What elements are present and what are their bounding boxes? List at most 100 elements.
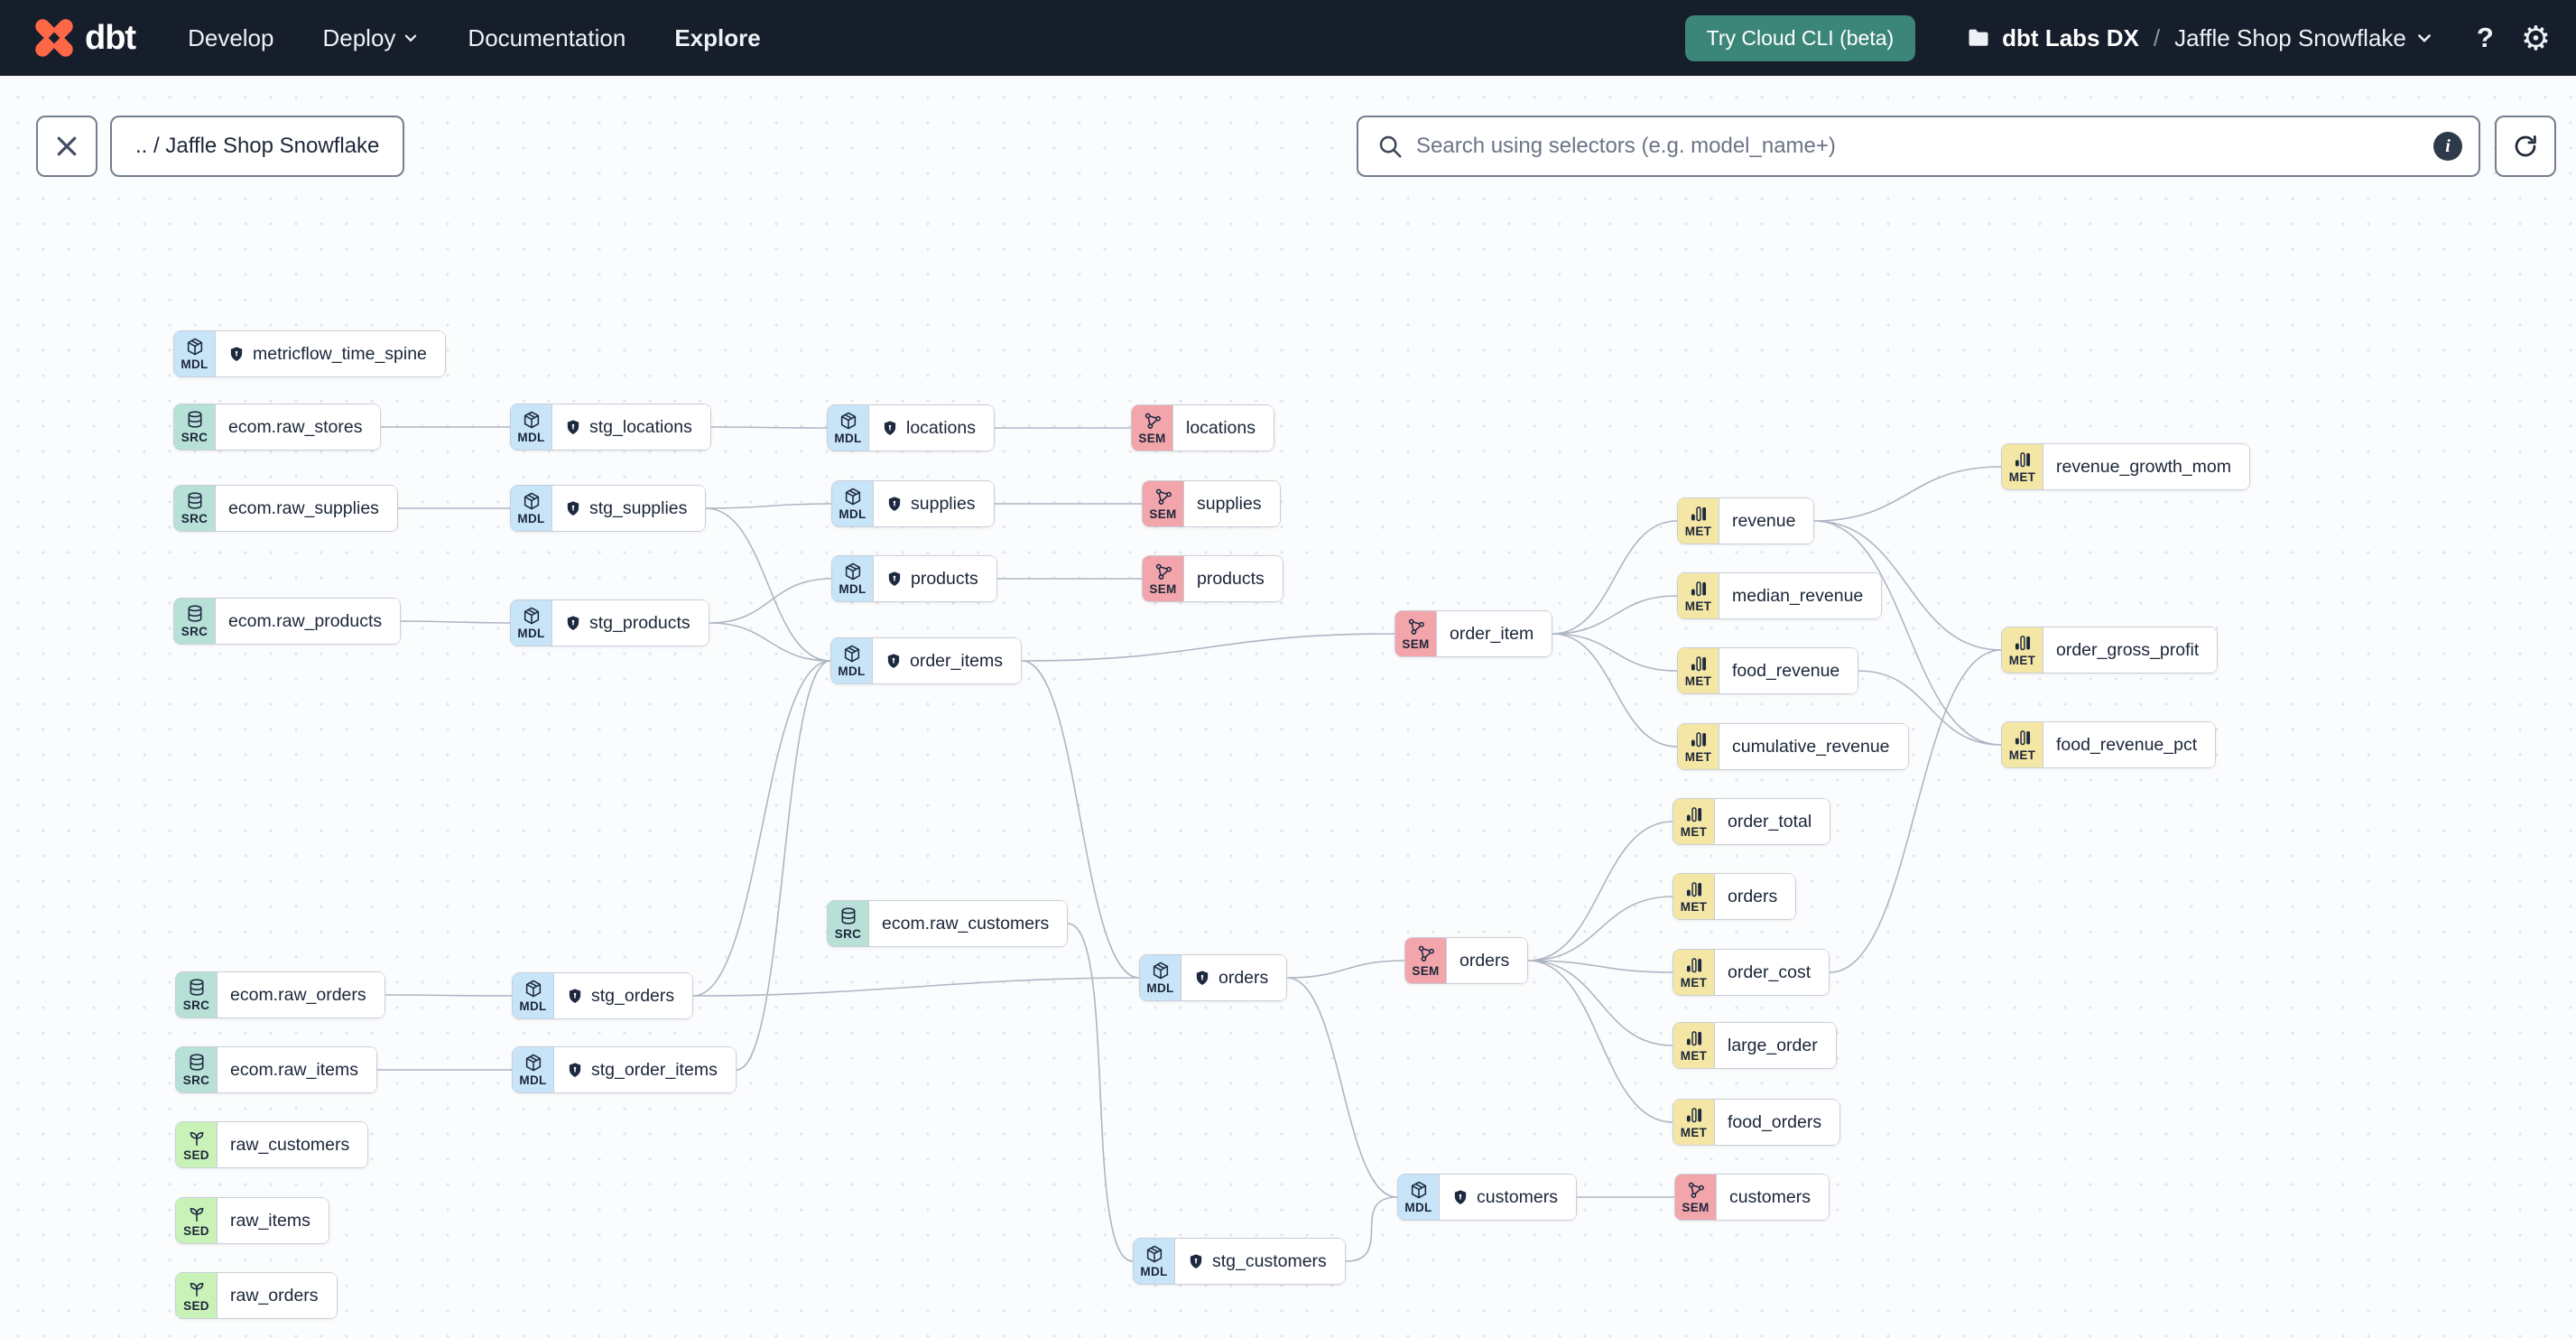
node-body: ecom.raw_stores (216, 404, 381, 450)
node-label: supplies (1197, 493, 1262, 514)
node-label: stg_orders (591, 985, 675, 1006)
node-type-badge: MDL (832, 556, 874, 601)
node-label: products (1197, 568, 1265, 589)
metric-bars-icon (1684, 1105, 1704, 1125)
node-body: order_total (1715, 799, 1830, 844)
refresh-button[interactable] (2495, 116, 2556, 177)
nav-item-develop[interactable]: Develop (188, 23, 274, 51)
node-body: stg_supplies (552, 486, 706, 531)
search-icon (1376, 133, 1404, 160)
node-type-label: SRC (182, 1073, 210, 1087)
node-body: raw_items (218, 1198, 329, 1243)
node-type-label: MET (2008, 654, 2036, 667)
nav-item-explore[interactable]: Explore (674, 23, 761, 51)
node-body: order_items (873, 638, 1021, 683)
shield-icon (565, 500, 581, 516)
brand[interactable]: dbt (32, 16, 136, 60)
node-body: orders (1181, 955, 1287, 1000)
node-type-badge: SRC (176, 1047, 218, 1092)
nav-item-deploy[interactable]: Deploy (322, 24, 419, 52)
lineage-canvas[interactable]: .. / Jaffle Shop Snowflake i MDLmetricfl… (0, 76, 2576, 1338)
node-body: food_orders (1715, 1100, 1840, 1145)
node-body: products (874, 556, 996, 601)
account-name[interactable]: dbt Labs DX (2002, 23, 2139, 51)
lineage-breadcrumb[interactable]: .. / Jaffle Shop Snowflake (110, 116, 405, 177)
node-type-label: MDL (517, 627, 545, 640)
source-database-icon (185, 410, 205, 430)
try-cloud-cli-button[interactable]: Try Cloud CLI (beta) (1684, 14, 1916, 61)
nav-item-documentation[interactable]: Documentation (468, 23, 626, 51)
model-cube-icon (524, 979, 543, 999)
shield-icon (886, 496, 903, 512)
node-type-label: SEM (1149, 507, 1177, 521)
model-cube-icon (522, 410, 542, 430)
selector-searchbar: i (1357, 116, 2480, 177)
node-type-badge: MET (2002, 627, 2043, 673)
node-type-label: SRC (834, 927, 862, 941)
gear-icon[interactable]: ⚙ (2520, 18, 2551, 58)
node-body: ecom.raw_orders (218, 972, 385, 1017)
node-body: ecom.raw_products (216, 599, 401, 644)
close-lineage-button[interactable] (36, 116, 97, 177)
semantic-graph-icon (1686, 1180, 1706, 1200)
node-label: raw_items (230, 1210, 310, 1231)
node-label: order_cost (1728, 962, 1812, 982)
node-type-label: MDL (1140, 1265, 1168, 1278)
node-body: ecom.raw_supplies (216, 486, 397, 531)
project-selector[interactable]: Jaffle Shop Snowflake (2174, 24, 2433, 52)
node-label: ecom.raw_supplies (228, 497, 379, 518)
help-icon[interactable]: ? (2476, 22, 2494, 53)
chevron-down-icon (403, 30, 419, 46)
node-label: locations (906, 417, 976, 438)
node-type-badge: MDL (511, 486, 552, 531)
node-label: orders (1459, 950, 1510, 971)
metric-bars-icon (1689, 654, 1709, 674)
node-type-badge: SEM (1675, 1175, 1717, 1220)
node-type-label: SEM (1682, 1201, 1710, 1214)
node-body: stg_locations (552, 404, 710, 450)
info-icon[interactable]: i (2433, 132, 2462, 161)
search-input[interactable] (1416, 134, 2433, 159)
metric-bars-icon (1689, 729, 1709, 749)
node-supplies_sem[interactable]: SEM supplies (1142, 480, 1281, 527)
